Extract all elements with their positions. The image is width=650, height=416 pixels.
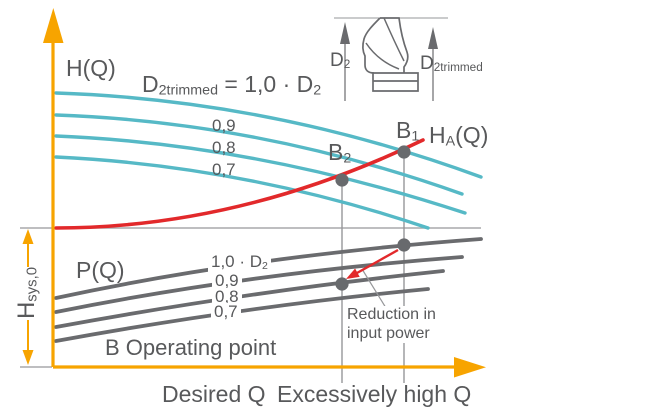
head-trim-label-07: 0,7 [212,160,236,179]
power-point-trimmed-dot [335,277,349,291]
point-b2-dot [335,173,349,187]
operating-point-label: B Operating point [105,335,277,360]
power-curves-title: P(Q) [76,257,125,283]
pump-d2trimmed-label: D2trimmed [420,53,483,75]
power-curve-0-7 [54,287,430,343]
reduction-arrowhead [346,268,360,279]
note-leader-line [361,268,387,309]
x-label-excessive-q: Excessively high Q [277,381,472,407]
impeller-outline-right [380,17,409,73]
reduction-arrow-line [356,248,399,275]
power-label-08: 0,8 [212,288,242,306]
head-trim-label-09: 0,9 [212,116,236,135]
head-trim-label-08: 0,8 [212,138,236,157]
head-curves-title: H(Q) [66,55,116,81]
head-curve-0-8 [54,134,467,215]
power-label-09: 0,9 [212,272,242,290]
power-curve-0-9 [54,255,464,314]
trim-family-label: D2trimmed = 1,0 · D2 [142,71,322,99]
d2-dim-arrow [340,22,350,44]
head-curve-0-9 [54,113,464,196]
power-point-full-dot [397,238,411,252]
pump-sketch [334,17,448,101]
hsys-dim-arrow-up [22,229,34,244]
power-label-07: 0,7 [211,303,241,321]
x-label-desired-q: Desired Q [162,381,266,407]
head-curve-1-0 [54,91,483,179]
point-b1-label: B1 [396,117,420,145]
hsys-label: Hsys,0 [13,266,41,320]
impeller-inner-curve-1 [383,17,405,62]
hsys-dim-arrow-down [22,350,34,365]
impeller-base [372,72,419,92]
system-curve-label: HA(Q) [429,122,489,150]
impeller-outline-left [362,17,381,74]
head-curve-0-7 [54,155,430,230]
power-label-full: 1,0 · D2 [208,253,271,272]
power-curve-0-8 [54,269,445,329]
pump-d2-label: D2 [330,50,351,72]
point-b2-label: B2 [328,139,352,167]
y-axis-arrowhead [43,8,64,43]
system-curve [54,138,425,230]
x-axis-arrowhead [454,357,486,378]
d2trimmed-dim-arrow [428,27,438,49]
point-b1-dot [397,145,411,159]
impeller-inner-curve-2 [365,42,400,70]
